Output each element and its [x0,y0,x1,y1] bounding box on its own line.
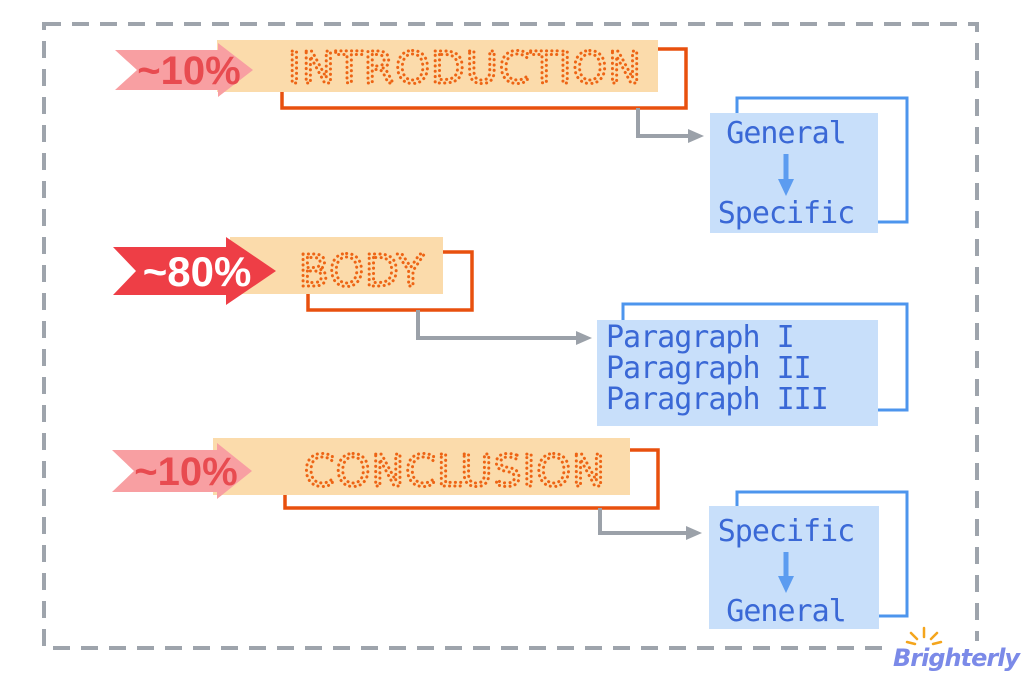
conclusion-percent-label: ~10% [134,450,237,494]
body-connector-arrow-icon [416,310,576,340]
introduction-title: INTRODUCTION [288,43,642,94]
conclusion-percent-ribbon [112,443,252,499]
conclusion-content-line: General [726,594,845,629]
section-introduction: ~10% INTRODUCTION General Specific [115,40,909,233]
body-content-line: Paragraph III [606,382,828,417]
body-content-line: Paragraph II [606,351,811,386]
introduction-band [217,40,658,92]
logo-text: Brighterly [893,644,1021,672]
conclusion-content-box: Specific General [709,490,909,629]
body-content-box-fill [597,320,878,426]
body-connector-arrowhead-icon [576,331,592,345]
body-percent-ribbon [113,237,276,305]
conclusion-band [213,438,630,495]
dashed-border [42,22,979,650]
conclusion-connector-arrowhead-icon [686,526,702,540]
conclusion-content-box-fill [709,506,879,629]
introduction-content-box: General Specific [710,96,909,233]
introduction-content-box-fill [710,113,878,233]
specific-to-general-arrowhead-icon [778,576,794,593]
introduction-percent-label: ~10% [137,49,240,93]
introduction-connector-arrow-icon [636,108,688,138]
brighterly-logo: Brighterly [890,626,1022,672]
body-content-box: Paragraph I Paragraph II Paragraph III [597,302,909,426]
section-body: ~80% BODY Paragraph I Paragraph II Parag… [113,237,909,426]
introduction-content-line: General [726,116,845,151]
section-conclusion: ~10% CONCLUSION Specific General [112,438,909,629]
introduction-content-line: Specific [718,196,855,231]
general-to-specific-arrowhead-icon [778,179,794,196]
body-percent-label: ~80% [143,248,252,295]
body-title: BODY [299,246,425,297]
conclusion-content-line: Specific [718,514,855,549]
introduction-connector-arrowhead-icon [688,129,704,143]
body-content-line: Paragraph I [606,320,794,355]
conclusion-title: CONCLUSION [304,446,606,497]
conclusion-connector-arrow-icon [598,508,686,535]
logo-backdrop [890,641,1016,655]
introduction-percent-ribbon [115,43,253,97]
sparkle-icon [905,626,943,646]
